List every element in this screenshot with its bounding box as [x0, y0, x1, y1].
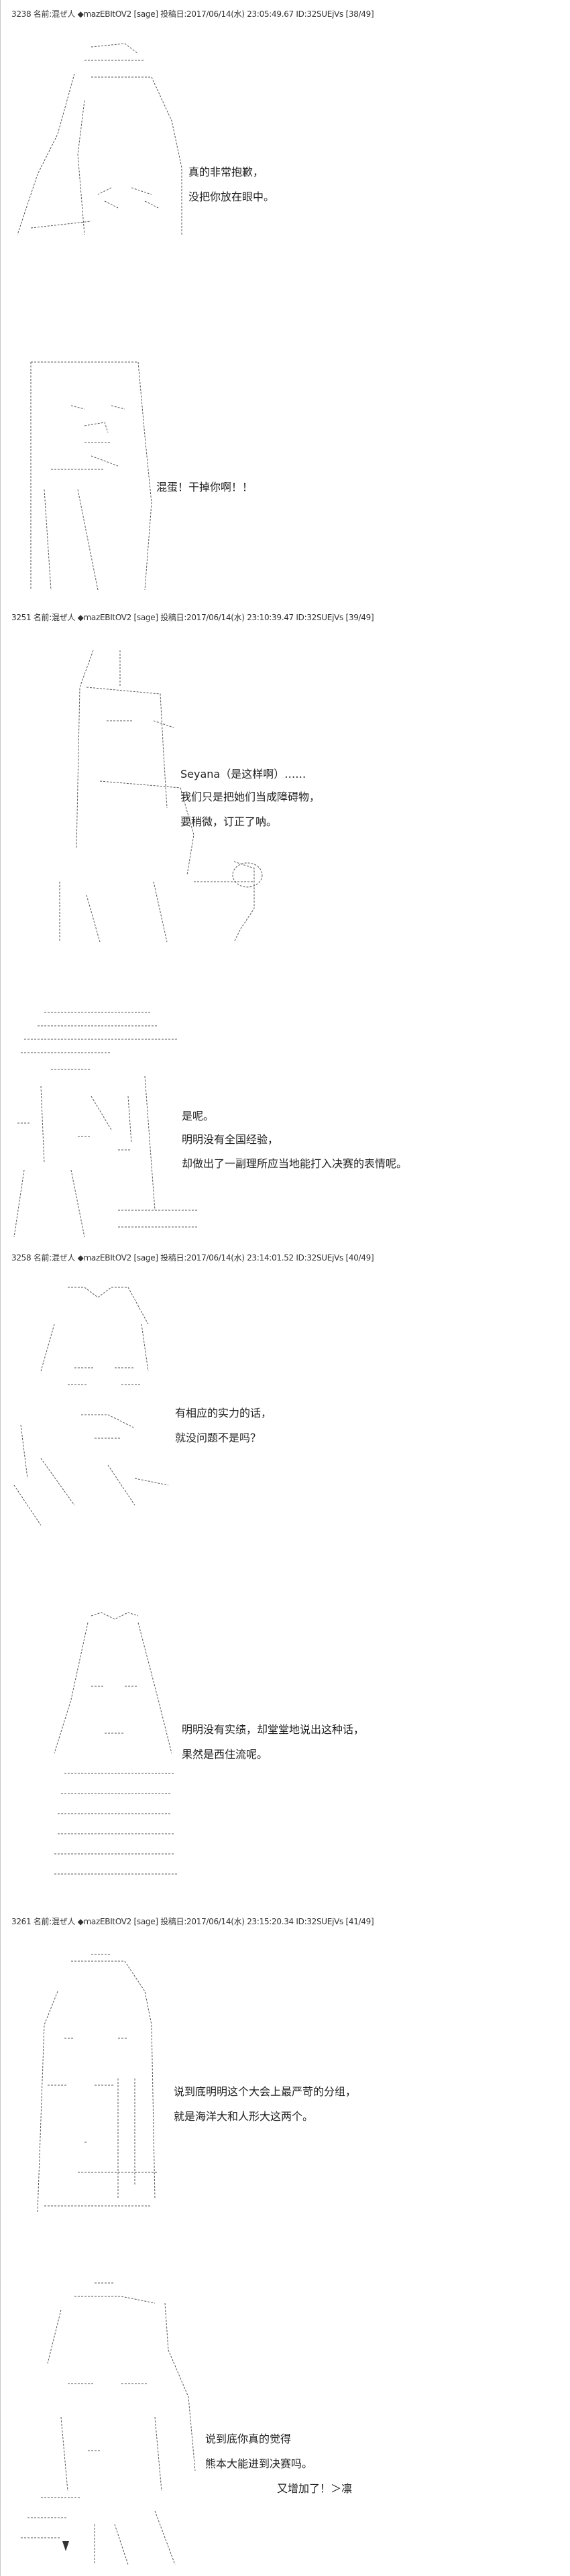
dialogue-line: 明明没有全国经验， [182, 1133, 279, 1146]
dialogue-line: 又增加了！＞凛 [277, 2482, 353, 2495]
dialogue-line: 有相应的实力的话， [175, 1407, 272, 1419]
ascii-art-character [21, 2282, 196, 2571]
ascii-art-character [11, 1009, 198, 1240]
dialogue-line: 就是海洋大和人形大这两个。 [174, 2110, 314, 2123]
dialogue-line: 要稍微，订正了呐。 [180, 815, 278, 828]
dialogue-line: 真的非常抱歉， [188, 166, 264, 178]
dialogue-line: 说到底明明这个大会上最严苛的分组， [174, 2085, 357, 2098]
dialogue-line: 却做出了一副理所应当地能打入决赛的表情呢。 [182, 1157, 408, 1170]
ascii-art-character [37, 1951, 162, 2222]
post-header: 3258 名前:混ぜ人 ◆mazEBItOV2 [sage] 投稿日:2017/… [11, 1253, 374, 1263]
post-header: 3251 名前:混ぜ人 ◆mazEBItOV2 [sage] 投稿日:2017/… [11, 613, 374, 622]
dialogue-line: Seyana（是这样啊）…… [180, 768, 306, 780]
post-header: 3261 名前:混ぜ人 ◆mazEBItOV2 [sage] 投稿日:2017/… [11, 1917, 374, 1926]
dialogue-line: 我们只是把她们当成障碍物， [180, 791, 321, 803]
post-header: 3238 名前:混ぜ人 ◆mazEBItOV2 [sage] 投稿日:2017/… [11, 9, 374, 19]
ascii-art-character [59, 647, 263, 951]
ascii-art-character [13, 1284, 182, 1555]
dialogue-line: 是呢。 [182, 1110, 215, 1122]
dialogue-line: 混蛋！干掉你啊！！ [156, 481, 253, 493]
ascii-art-character [11, 355, 152, 599]
dialogue-line: 没把你放在眼中。 [188, 190, 275, 203]
ascii-art-character [44, 1612, 178, 1904]
ascii-art-character [11, 40, 182, 244]
dialogue-line: 说到底你真的觉得 [205, 2433, 292, 2445]
dialogue-line: 就没问题不是吗？ [175, 1431, 262, 1444]
dialogue-line: 果然是西住流呢。 [182, 1748, 268, 1761]
dialogue-line: 明明没有实绩，却堂堂地说出这种话， [182, 1723, 365, 1736]
dialogue-line: 熊本大能进到决赛吗。 [205, 2457, 313, 2470]
